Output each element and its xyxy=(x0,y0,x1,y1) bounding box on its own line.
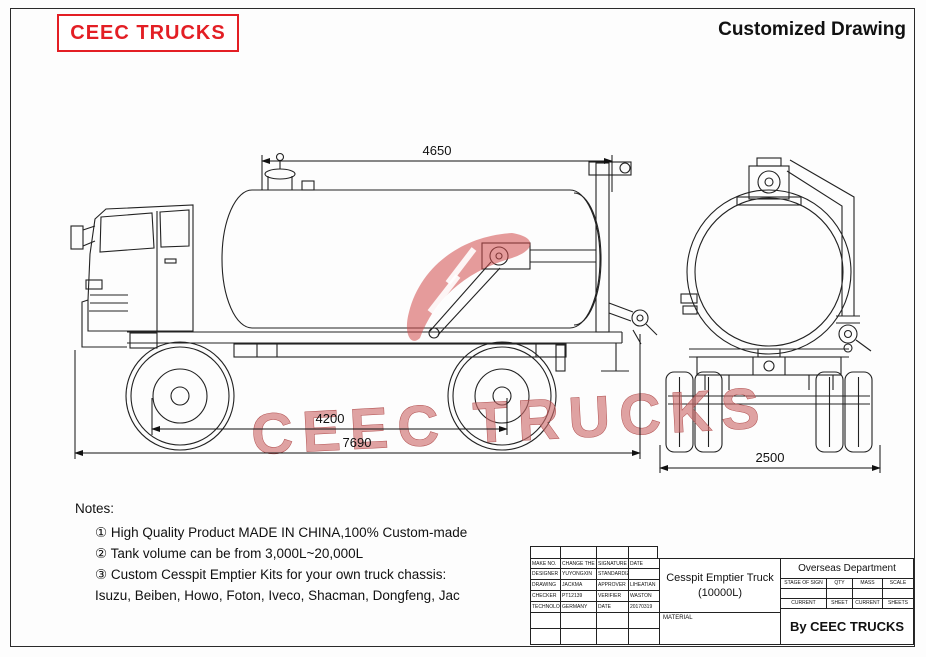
product-name-box: Cesspit Emptier Truck (10000L) xyxy=(660,559,780,613)
tb-cell: 20170319 xyxy=(630,604,653,610)
signoff-row-drawing: DRAWING JACKMA APPROVER LIHEATIAN xyxy=(531,580,659,591)
tb-cell: VERIFIER xyxy=(597,591,629,601)
title-block: MAKE NO. CHANGE THE FILE NO. SIGNATURE D… xyxy=(530,558,914,645)
signoff-empty-row xyxy=(531,613,659,629)
tb-cell xyxy=(531,629,561,644)
notes-heading: Notes: xyxy=(75,501,115,516)
tb-cell: CHECKER xyxy=(531,591,561,601)
tb-cell: STAGE OF SIGN xyxy=(781,579,827,588)
tb-cell: MASS xyxy=(853,579,883,588)
tb-cell: MAKE NO. xyxy=(531,559,561,568)
tb-cell xyxy=(597,629,629,644)
sheet-row: CURRENT SHEET CURRENT SHEETS xyxy=(781,599,913,609)
tb-cell: STANDARDIZATION xyxy=(597,569,629,579)
tb-cell: GERMANY xyxy=(561,602,597,612)
tb-cell: DESIGNER xyxy=(531,569,561,579)
page-title: Customized Drawing xyxy=(718,19,906,40)
title-block-top-strip xyxy=(530,546,658,558)
tb-cell: DRAWING xyxy=(531,580,561,590)
watermark: CEEC TRUCKS xyxy=(249,233,770,468)
note-item-1: ① High Quality Product MADE IN CHINA,100… xyxy=(95,525,468,540)
tb-cell xyxy=(629,629,659,644)
tb-cell xyxy=(531,613,561,628)
tb-cell xyxy=(827,589,853,598)
signoff-row-checker: CHECKER PT12139 VERIFIER WASTON xyxy=(531,591,659,602)
tb-cell xyxy=(629,613,659,628)
tb-cell: SIGNATURE xyxy=(597,559,629,568)
product-spec: (10000L) xyxy=(697,586,743,599)
title-block-signoff-grid: MAKE NO. CHANGE THE FILE NO. SIGNATURE D… xyxy=(531,559,659,644)
signoff-header-row: MAKE NO. CHANGE THE FILE NO. SIGNATURE D… xyxy=(531,559,659,569)
company-logo-box: CEEC TRUCKS xyxy=(57,14,239,52)
tb-cell: SHEET xyxy=(827,599,853,608)
strip-cell xyxy=(597,547,629,558)
tb-cell xyxy=(853,589,883,598)
tb-cell: DATE xyxy=(630,561,643,567)
tb-cell: JACKMA xyxy=(561,580,597,590)
title-block-product: Cesspit Emptier Truck (10000L) MATERIAL xyxy=(659,559,780,644)
tb-cell xyxy=(781,589,827,598)
tb-cell: LIHEATIAN xyxy=(630,582,656,588)
tb-cell: CURRENT xyxy=(853,599,883,608)
tb-cell xyxy=(561,629,597,644)
tb-cell xyxy=(883,589,913,598)
tb-cell: SCALE xyxy=(889,580,907,586)
tb-cell: QTY xyxy=(827,579,853,588)
signoff-row-designer: DESIGNER YUYONGXIN STANDARDIZATION xyxy=(531,569,659,580)
tb-cell xyxy=(597,613,629,628)
tb-cell: TECHNOLOGIST xyxy=(532,602,561,612)
department-name: Overseas Department xyxy=(781,559,913,579)
note-item-brands: Isuzu, Beiben, Howo, Foton, Iveco, Shacm… xyxy=(95,588,460,603)
signoff-empty-row xyxy=(531,629,659,644)
tb-cell: DATE xyxy=(597,602,629,612)
note-item-3: ③ Custom Cesspit Emptier Kits for your o… xyxy=(95,567,447,582)
dimension-overall-length: 7690 xyxy=(74,334,641,459)
watermark-logo-swoosh xyxy=(406,233,531,341)
signoff-row-technologist: TECHNOLOGIST GERMANY DATE 20170319 xyxy=(531,602,659,613)
material-cell: MATERIAL xyxy=(663,615,693,621)
dimension-tank-length: 4650 xyxy=(261,143,613,192)
strip-cell xyxy=(561,547,597,558)
strip-cell xyxy=(531,547,561,558)
dimension-label-overall-width: 2500 xyxy=(756,450,785,465)
tb-cell: YUYONGXIN xyxy=(561,569,597,579)
note-item-2: ② Tank volume can be from 3,000L~20,000L xyxy=(95,546,364,561)
dimension-label-tank-length: 4650 xyxy=(423,143,452,158)
tb-cell xyxy=(629,569,659,579)
side-view-drawing xyxy=(70,152,658,451)
mirror xyxy=(70,225,84,250)
dimension-wheelbase: 4200 xyxy=(151,398,508,435)
tb-cell: CHANGE THE FILE NO. xyxy=(561,559,597,568)
tb-cell: PT12139 xyxy=(561,591,597,601)
strip-cell xyxy=(629,547,657,558)
tb-cell xyxy=(561,613,597,628)
tb-cell: APPROVER xyxy=(597,580,629,590)
dimension-label-overall-length: 7690 xyxy=(343,435,372,450)
tb-cell: WASTON xyxy=(630,593,652,599)
notes-section: Notes: ① High Quality Product MADE IN CH… xyxy=(75,501,505,606)
dimension-label-wheelbase: 4200 xyxy=(316,411,345,426)
by-company-label: By CEEC TRUCKS xyxy=(789,619,905,634)
drawing-border-frame xyxy=(10,8,915,647)
dimension-overall-width: 2500 xyxy=(659,445,881,473)
dimension-lines: 4650 4200 7690 2500 xyxy=(74,143,881,473)
company-logo-text: CEEC TRUCKS xyxy=(70,21,226,44)
tb-cell: SHEETS xyxy=(887,600,908,606)
tb-cell: CURRENT xyxy=(781,599,827,608)
title-block-department: Overseas Department STAGE OF SIGN QTY MA… xyxy=(780,559,913,644)
stage-row: STAGE OF SIGN QTY MASS SCALE xyxy=(781,579,913,589)
stage-empty-row xyxy=(781,589,913,599)
product-name: Cesspit Emptier Truck xyxy=(666,571,774,584)
rear-view-drawing xyxy=(665,157,873,453)
